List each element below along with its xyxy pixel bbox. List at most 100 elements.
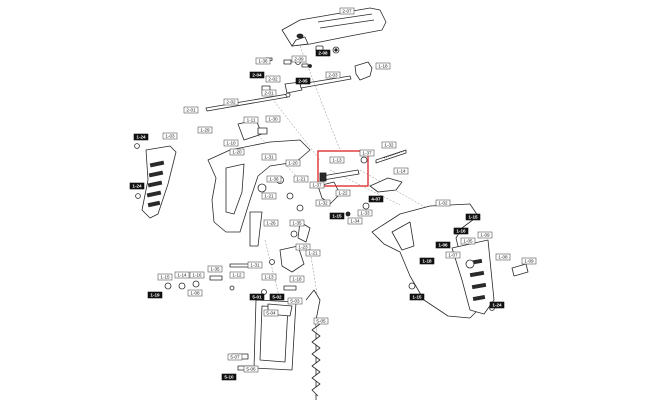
part-label-box xyxy=(229,271,245,279)
part-label-pin-a: 1-36 xyxy=(255,57,271,65)
part-label-grip-l: 1-03 xyxy=(162,132,178,140)
part-label-grip-l2: 1-24 xyxy=(133,133,149,141)
part-label-sight-b: 2-09 xyxy=(291,55,307,63)
slide-locker-part xyxy=(354,61,373,81)
part-label-text: 1-18 xyxy=(292,277,302,282)
part-label-text: 1-21 xyxy=(296,177,306,182)
part-label-trig-d: 1-22 xyxy=(335,189,351,197)
part-label-frame-a: 1-11 xyxy=(243,116,259,124)
part-label-trig-c: 1-37 xyxy=(309,181,325,189)
part-label-mag-s: 5-06 xyxy=(243,365,259,373)
highlight-box xyxy=(317,150,369,187)
right-spring-parts xyxy=(345,149,407,217)
part-label-box xyxy=(129,182,145,190)
part-label-text: 1-36 xyxy=(269,177,279,182)
part-label-box xyxy=(183,106,199,114)
part-label-text: 2-08 xyxy=(318,51,328,56)
part-label-box xyxy=(287,297,303,305)
part-label-text: 1-20 xyxy=(288,161,298,166)
part-label-box xyxy=(223,98,239,106)
part-label-frame-r8: 1-18 xyxy=(419,257,435,265)
part-label-slide: 2-07 xyxy=(339,7,355,15)
part-label-box xyxy=(409,293,425,301)
part-label-box xyxy=(381,141,397,149)
part-label-text: 1-35 xyxy=(292,221,302,226)
part-label-box xyxy=(207,265,223,273)
part-label-box xyxy=(347,217,363,225)
part-label-locker: 1-18 xyxy=(375,62,391,70)
part-label-box xyxy=(249,293,265,301)
part-label-frame-r7: 1-07 xyxy=(445,251,461,259)
part-label-text: 1-35 xyxy=(210,267,220,272)
part-label-text: 4-07 xyxy=(371,197,381,202)
part-label-text: 5-04 xyxy=(266,311,276,316)
part-label-box xyxy=(265,75,281,83)
part-label-mag-a: 1-23 xyxy=(295,243,311,251)
part-label-frame-d: 1-20 xyxy=(229,148,245,156)
part-label-text: 1-30 xyxy=(268,117,278,122)
part-label-text: 1-36 xyxy=(258,59,268,64)
part-label-mag-i: 1-12 xyxy=(229,271,245,279)
part-label-text: 1-31 xyxy=(250,263,260,268)
part-label-box xyxy=(315,199,331,207)
part-label-text: 2-03 xyxy=(328,73,338,78)
part-label-text: 1-14 xyxy=(396,169,406,174)
part-label-box xyxy=(295,243,311,251)
part-label-box xyxy=(325,71,341,79)
part-label-mid-f: 1-26 xyxy=(263,219,279,227)
part-label-mag-k: 1-19 xyxy=(147,291,163,299)
part-label-box xyxy=(460,237,476,245)
part-label-box xyxy=(359,149,375,157)
part-label-text: 1-15 xyxy=(332,214,342,219)
part-label-text: 1-16 xyxy=(456,229,466,234)
part-label-text: 1-37 xyxy=(362,151,372,156)
part-label-box xyxy=(289,219,305,227)
part-label-text: 2-01 xyxy=(186,108,196,113)
part-label-frame-b: 1-30 xyxy=(265,115,281,123)
part-label-grip-r2: 1-24 xyxy=(489,301,505,309)
part-label-text: 1-19 xyxy=(150,293,160,298)
part-label-box xyxy=(247,261,263,269)
part-label-box xyxy=(435,241,451,249)
right-frame xyxy=(371,203,529,319)
part-label-text: 1-29 xyxy=(200,128,210,133)
part-label-text: 1-03 xyxy=(165,134,175,139)
part-label-box xyxy=(465,213,481,221)
part-label-box xyxy=(285,159,301,167)
center-frame xyxy=(207,119,341,247)
part-label-mag-f: 1-14 xyxy=(174,271,190,279)
part-label-text: 1-24 xyxy=(136,135,146,140)
highlighted-part xyxy=(317,150,369,187)
part-label-box xyxy=(489,301,505,309)
part-label-box xyxy=(339,7,355,15)
part-label-box xyxy=(393,167,409,175)
part-label-box xyxy=(453,227,469,235)
part-label-box xyxy=(357,209,373,217)
part-label-box xyxy=(261,153,277,161)
part-label-text: 1-15 xyxy=(468,215,478,220)
part-label-mid-g: 1-35 xyxy=(289,219,305,227)
part-label-box xyxy=(375,62,391,70)
part-label-text: 5-03 xyxy=(290,299,300,304)
part-label-box xyxy=(174,271,190,279)
part-label-text: 2-01 xyxy=(264,91,274,96)
part-label-text: 1-31 xyxy=(264,155,274,160)
part-label-mag-j: 1-18 xyxy=(289,275,305,283)
part-label-mag-m: 5-01 xyxy=(249,293,265,301)
part-label-box xyxy=(229,148,245,156)
part-label-text: 5-05 xyxy=(316,319,326,324)
part-label-box xyxy=(266,175,282,183)
part-label-box xyxy=(305,249,321,257)
part-label-text: 1-07 xyxy=(448,253,458,258)
part-label-text: 2-07 xyxy=(342,9,352,14)
part-label-frame-e: 1-31 xyxy=(261,153,277,161)
part-label-text: 1-33 xyxy=(360,211,370,216)
part-label-box xyxy=(368,195,384,203)
part-label-box xyxy=(289,275,305,283)
part-label-mag-r: 5-07 xyxy=(227,353,243,361)
part-label-text: 2-04 xyxy=(252,73,262,78)
part-label-box xyxy=(157,273,173,281)
part-label-box xyxy=(147,291,163,299)
part-label-frame-r2: 1-15 xyxy=(465,213,481,221)
